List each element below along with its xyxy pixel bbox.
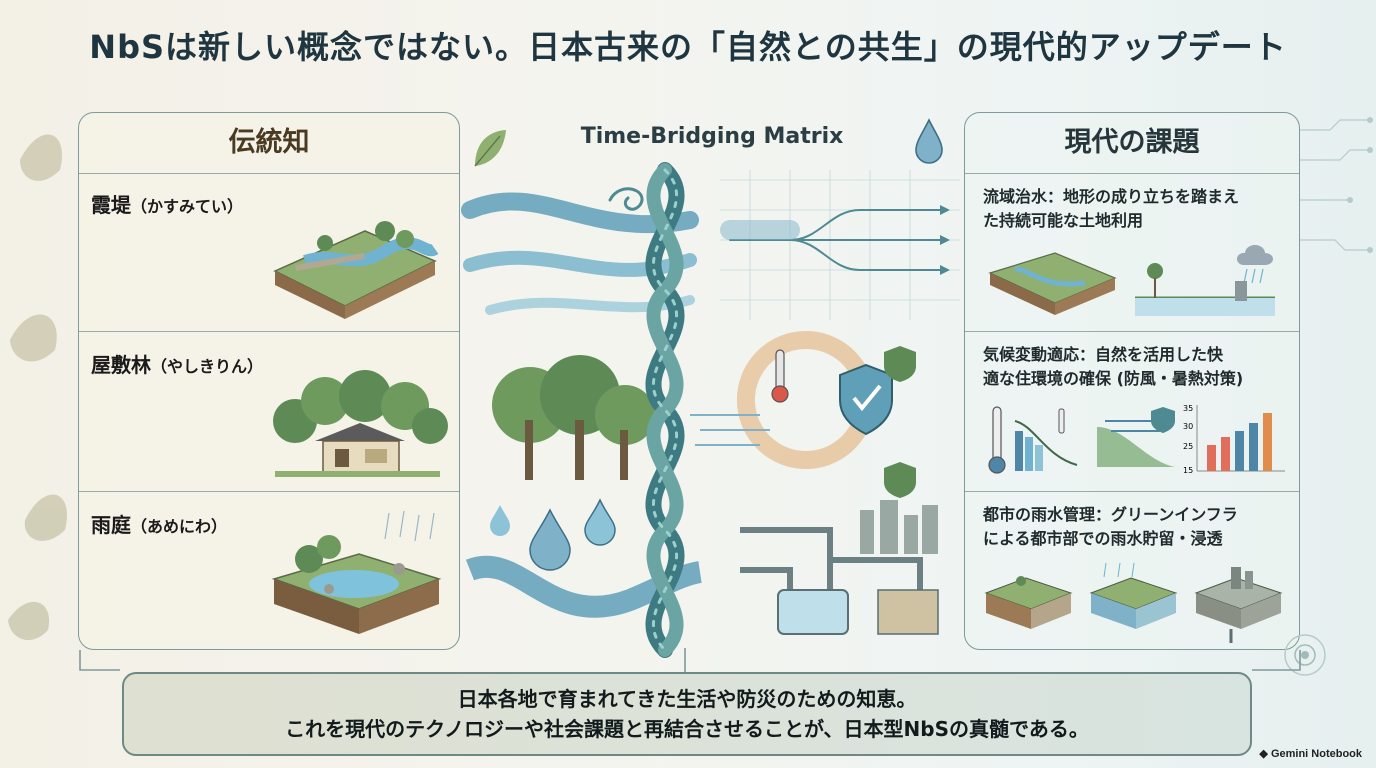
yashikirin-label: 屋敷林（やしきりん） xyxy=(91,349,263,378)
row-divider xyxy=(79,331,459,332)
time-bridging-matrix-illustration xyxy=(461,162,960,658)
text-line: 都市の雨水管理：グリーンインフラ xyxy=(983,505,1238,524)
target-icon xyxy=(1284,634,1326,676)
traditional-knowledge-panel: 伝統知 霞堤（かすみてい） 屋敷林（やしきりん） 雨庭（あめにわ） xyxy=(78,112,460,650)
leaf-icon xyxy=(474,130,506,167)
text-line: 適な住環境の確保 (防風・暑熱対策) xyxy=(983,369,1244,388)
kasumitei-label: 霞堤（かすみてい） xyxy=(91,189,243,218)
amaniwa-illustration xyxy=(271,510,442,634)
tick-label: 15 xyxy=(1183,466,1193,475)
page-title: NbSは新しい概念ではない。日本古来の「自然との共生」の現代的アップデート xyxy=(89,28,1287,66)
connector-lines xyxy=(79,648,1301,672)
text-line: による都市部での雨水貯留・浸透 xyxy=(983,529,1223,548)
notebook-icon: ◆ xyxy=(1259,748,1271,760)
badge-label: Gemini Notebook xyxy=(1270,748,1362,760)
amaniwa-reading: （あめにわ） xyxy=(131,517,228,536)
row-divider xyxy=(79,491,459,492)
green-infrastructure-illustration xyxy=(984,562,1283,643)
text-line: た持続可能な土地利用 xyxy=(983,211,1144,230)
tick-label: 30 xyxy=(1183,422,1193,431)
kasumitei-reading: （かすみてい） xyxy=(131,197,244,216)
watershed-illustration xyxy=(988,245,1275,316)
gemini-notebook-badge: ◆ Gemini Notebook xyxy=(1259,747,1362,760)
kasumitei-illustration xyxy=(273,221,439,319)
modern-challenges-heading: 現代の課題 xyxy=(965,113,1299,174)
amaniwa-label: 雨庭（あめにわ） xyxy=(91,509,227,538)
tick-label: 25 xyxy=(1183,442,1193,451)
water-drop-icon xyxy=(915,118,943,164)
conclusion-box: 日本各地で育まれてきた生活や防災のための知恵。 これを現代のテクノロジーや社会課… xyxy=(122,672,1252,756)
modern-challenges-panel: 現代の課題 流域治水：地形の成り立ちを踏まえ た持続可能な土地利用 気候変動適応… xyxy=(964,112,1300,650)
row-divider xyxy=(79,173,459,174)
row-divider xyxy=(965,491,1299,492)
leaf-decoration xyxy=(8,134,67,641)
climate-chart-illustration: 35 30 25 15 xyxy=(988,404,1285,475)
traditional-knowledge-heading: 伝統知 xyxy=(79,113,459,174)
amaniwa-name: 雨庭 xyxy=(91,513,131,537)
text-line: 気候変動適応：自然を活用した快 xyxy=(983,345,1224,364)
kasumitei-name: 霞堤 xyxy=(91,193,131,217)
row-divider xyxy=(965,331,1299,332)
tick-label: 35 xyxy=(1183,404,1193,413)
yashikirin-illustration xyxy=(273,370,448,477)
circuit-decoration xyxy=(1300,117,1373,253)
yashikirin-reading: （やしきりん） xyxy=(151,357,264,376)
watershed-flood-management-text: 流域治水：地形の成り立ちを踏まえ た持続可能な土地利用 xyxy=(983,185,1288,233)
matrix-heading: Time-Bridging Matrix xyxy=(580,124,844,149)
yashikirin-name: 屋敷林 xyxy=(91,353,151,377)
climate-adaptation-text: 気候変動適応：自然を活用した快 適な住環境の確保 (防風・暑熱対策) xyxy=(983,343,1288,391)
conclusion-line-1: 日本各地で育まれてきた生活や防災のための知恵。 xyxy=(457,687,917,711)
urban-stormwater-text: 都市の雨水管理：グリーンインフラ による都市部での雨水貯留・浸透 xyxy=(983,503,1288,551)
row-divider xyxy=(965,173,1299,174)
conclusion-line-2: これを現代のテクノロジーや社会課題と再結合させることが、日本型NbSの真髄である… xyxy=(285,717,1089,741)
text-line: 流域治水：地形の成り立ちを踏まえ xyxy=(983,187,1240,206)
